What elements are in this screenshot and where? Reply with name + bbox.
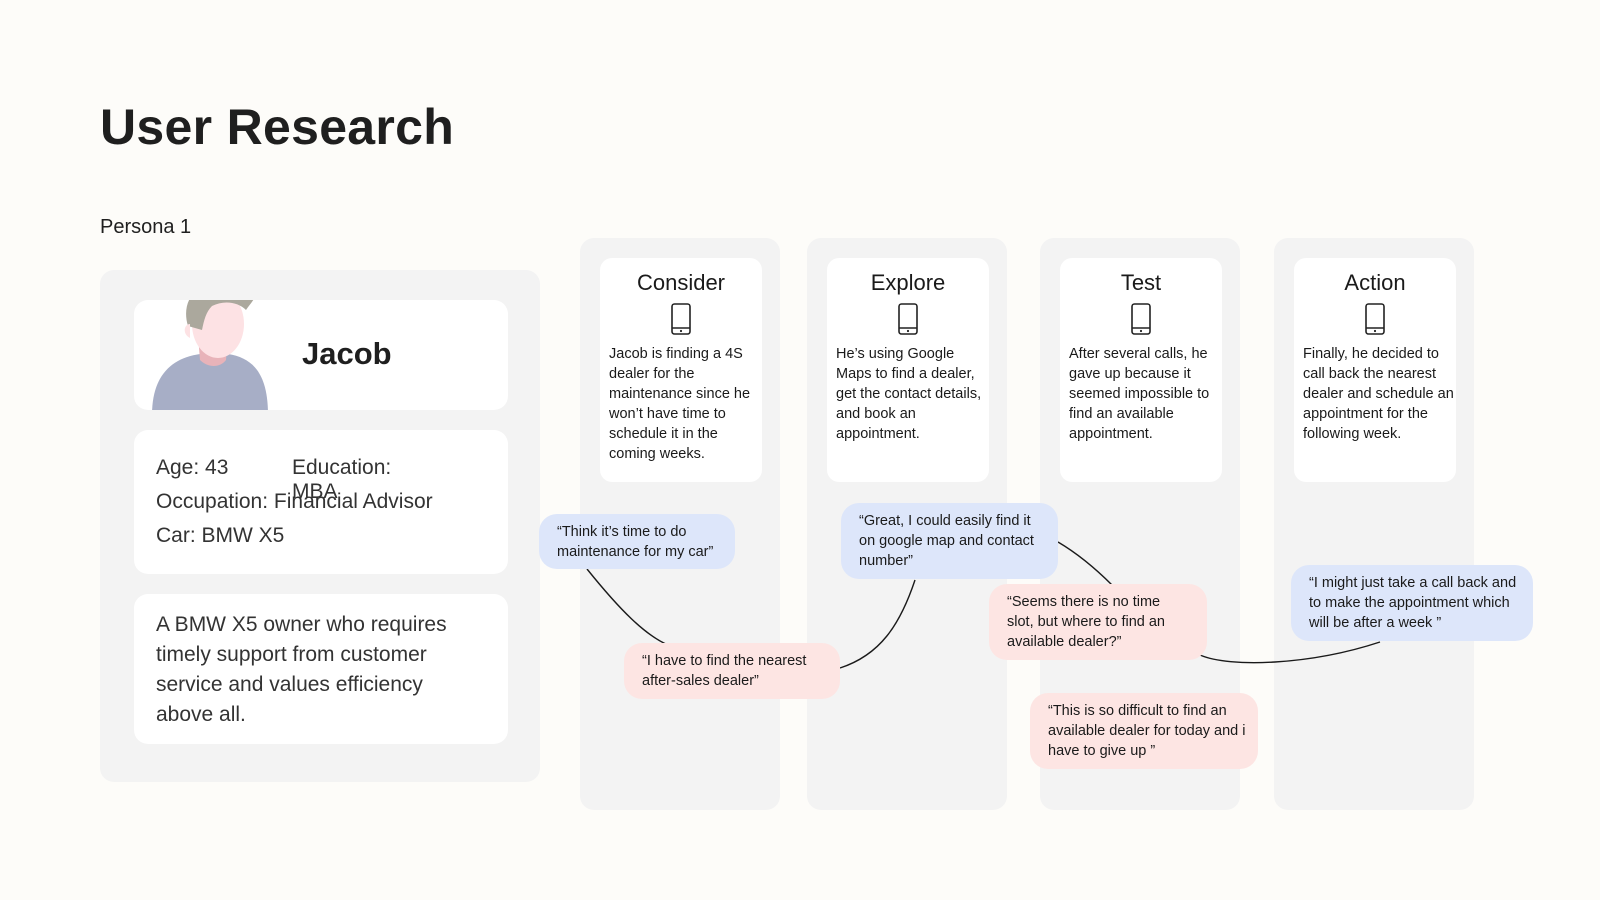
stage-description: He’s using Google Maps to find a dealer,… [836, 346, 982, 442]
stage-description: Jacob is finding a 4S dealer for the mai… [609, 346, 751, 462]
persona-car: Car: BMW X5 [156, 524, 285, 547]
phone-icon [1131, 303, 1151, 335]
avatar [152, 300, 268, 410]
quote-bubble: “This is so difficult to find an availab… [1030, 693, 1258, 769]
stage-description: After several calls, he gave up because … [1069, 346, 1210, 442]
stage-title: Action [1344, 270, 1406, 295]
stage-title: Explore [870, 270, 946, 295]
persona-description: A BMW X5 owner who requires timely suppo… [156, 613, 447, 726]
quote-text: “I might just take a call back and to ma… [1309, 575, 1517, 631]
quote-bubble: “Seems there is no time slot, but where … [989, 584, 1207, 660]
phone-icon [1365, 303, 1385, 335]
stage-title: Test [1120, 270, 1162, 295]
education-text: Education: MBA [292, 456, 392, 503]
quote-text: “I have to find the nearest after-sales … [642, 653, 807, 689]
stage-card: Action Finally, he decided to call back … [1294, 258, 1456, 482]
persona-name: Jacob [302, 336, 392, 371]
stage-description: Finally, he decided to call back the nea… [1303, 346, 1454, 442]
stage-column-action: Action Finally, he decided to call back … [1274, 238, 1474, 810]
stage-card: Consider Jacob is finding a 4S dealer fo… [600, 258, 762, 482]
persona-age: Age: 43 Education: MBA [156, 456, 391, 503]
persona-occupation: Occupation: Financial Advisor [156, 490, 433, 513]
phone-icon [898, 303, 918, 335]
quote-bubble: “Great, I could easily find it on google… [841, 503, 1058, 579]
quote-text: “This is so difficult to find an availab… [1048, 703, 1246, 759]
persona-description-card: A BMW X5 owner who requires timely suppo… [134, 594, 508, 744]
quote-text: “Think it’s time to do maintenance for m… [557, 524, 714, 560]
page-title: User Research [100, 99, 455, 155]
stage-card: Explore He’s using Google Maps to find a… [827, 258, 989, 482]
phone-icon [671, 303, 691, 335]
stage-title: Consider [636, 270, 726, 295]
quote-text: “Seems there is no time slot, but where … [1007, 594, 1165, 650]
quote-text: “Great, I could easily find it on google… [859, 513, 1034, 569]
persona-label: Persona 1 [100, 216, 192, 238]
age-text: Age: 43 [156, 456, 229, 479]
persona-info-card: Age: 43 Education: MBA Occupation: Finan… [134, 430, 508, 574]
stage-card: Test After several calls, he gave up bec… [1060, 258, 1222, 482]
quote-bubble: “I have to find the nearest after-sales … [624, 643, 840, 699]
persona-name-card: Jacob [134, 300, 508, 410]
quote-bubble: “I might just take a call back and to ma… [1291, 565, 1533, 641]
persona-panel: Jacob Age: 43 Education: MBA Occupation:… [100, 270, 540, 782]
quote-bubble: “Think it’s time to do maintenance for m… [539, 514, 735, 569]
